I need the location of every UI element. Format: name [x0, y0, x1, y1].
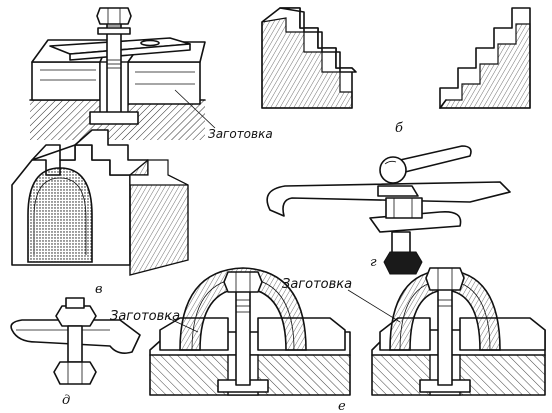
label-workpiece-e-right: Заготовка [282, 277, 352, 292]
figure-b-step-blocks: б [261, 7, 531, 136]
figure-e-right-u-clamp: Заготовка [282, 267, 546, 396]
workpiece-block [127, 61, 201, 105]
label-workpiece-e-left: Заготовка [110, 309, 180, 324]
figure-a-clamp: Заготовка а [29, 7, 273, 154]
nut-e-left [223, 271, 263, 293]
u-strap-left [179, 267, 307, 351]
bolt [106, 19, 122, 121]
t-head [89, 111, 139, 125]
arch-opening [27, 167, 93, 263]
left-block [31, 61, 101, 101]
pivot [377, 185, 419, 197]
caption-e: е [338, 399, 346, 413]
ball-knob [379, 156, 407, 184]
nut-d-top [55, 305, 97, 327]
nut [96, 7, 132, 25]
caption-g: г [370, 255, 377, 270]
caption-d: д [62, 393, 70, 408]
nut-g [383, 251, 423, 275]
caption-v: в [95, 282, 103, 297]
nut-d-bottom [53, 361, 97, 385]
nut-e-right [425, 267, 465, 291]
caption-b: б [395, 121, 403, 136]
figure-g-lever-clamp: г [266, 145, 511, 275]
lever-handle [399, 145, 472, 173]
figure-d-swivel-clamp: д [10, 297, 141, 408]
label-workpiece-a: Заготовка [208, 127, 273, 141]
figure-e-left-u-clamp: Заготовка е [110, 267, 351, 413]
u-strap-right [389, 269, 501, 351]
figure-v-arch-support: в [11, 129, 189, 297]
